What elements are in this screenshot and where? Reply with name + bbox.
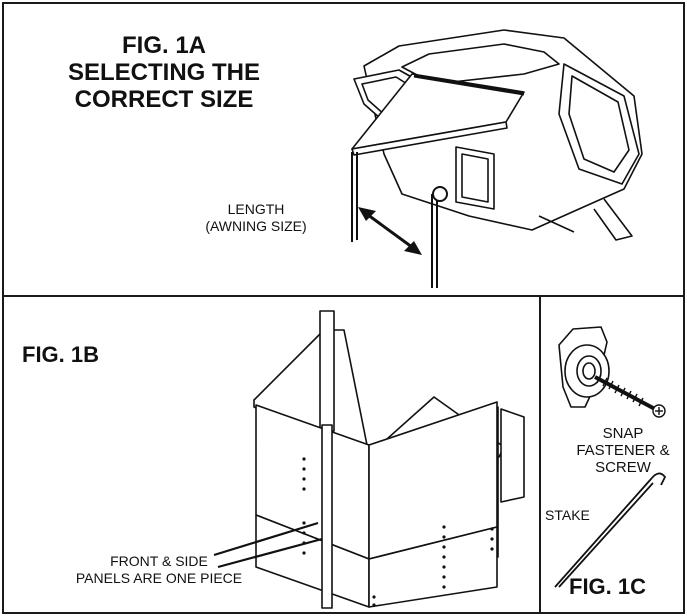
fig-1c-panel: SNAP FASTENER & SCREW STAKE FIG. 1C bbox=[539, 295, 685, 614]
length-label-line2: (AWNING SIZE) bbox=[205, 218, 307, 234]
panels-label: FRONT & SIDE PANELS ARE ONE PIECE bbox=[44, 553, 274, 587]
panels-label-line2: PANELS ARE ONE PIECE bbox=[75, 570, 243, 586]
snap-label-line3: SCREW bbox=[595, 459, 651, 476]
snap-label-line1: SNAP bbox=[602, 425, 644, 442]
awning-room-panels-illustration bbox=[213, 310, 525, 609]
fig-1b-title: FIG. 1B bbox=[22, 342, 100, 367]
length-label-line1: LENGTH bbox=[227, 201, 285, 217]
snap-fastener-and-stake-illustration bbox=[554, 326, 667, 588]
fig-1a-title-line1: FIG. 1A bbox=[121, 32, 206, 59]
camper-with-awning-illustration bbox=[351, 29, 643, 288]
snap-label: SNAP FASTENER & SCREW bbox=[563, 425, 683, 476]
fig-1a-panel: FIG. 1A SELECTING THE CORRECT SIZE bbox=[2, 2, 685, 297]
length-label: LENGTH (AWNING SIZE) bbox=[176, 201, 336, 235]
panels-label-line1: FRONT & SIDE bbox=[110, 553, 208, 569]
snap-label-line2: FASTENER & bbox=[576, 442, 670, 459]
fig-1a-title-line3: CORRECT SIZE bbox=[74, 86, 254, 113]
fig-1c-title: FIG. 1C bbox=[569, 574, 647, 599]
fig-1b-panel: FIG. 1B bbox=[2, 295, 541, 614]
fig-1a-title-line2: SELECTING THE bbox=[67, 59, 260, 86]
stake-label: STAKE bbox=[545, 507, 590, 523]
fig-1a-title: FIG. 1A SELECTING THE CORRECT SIZE bbox=[54, 32, 274, 113]
